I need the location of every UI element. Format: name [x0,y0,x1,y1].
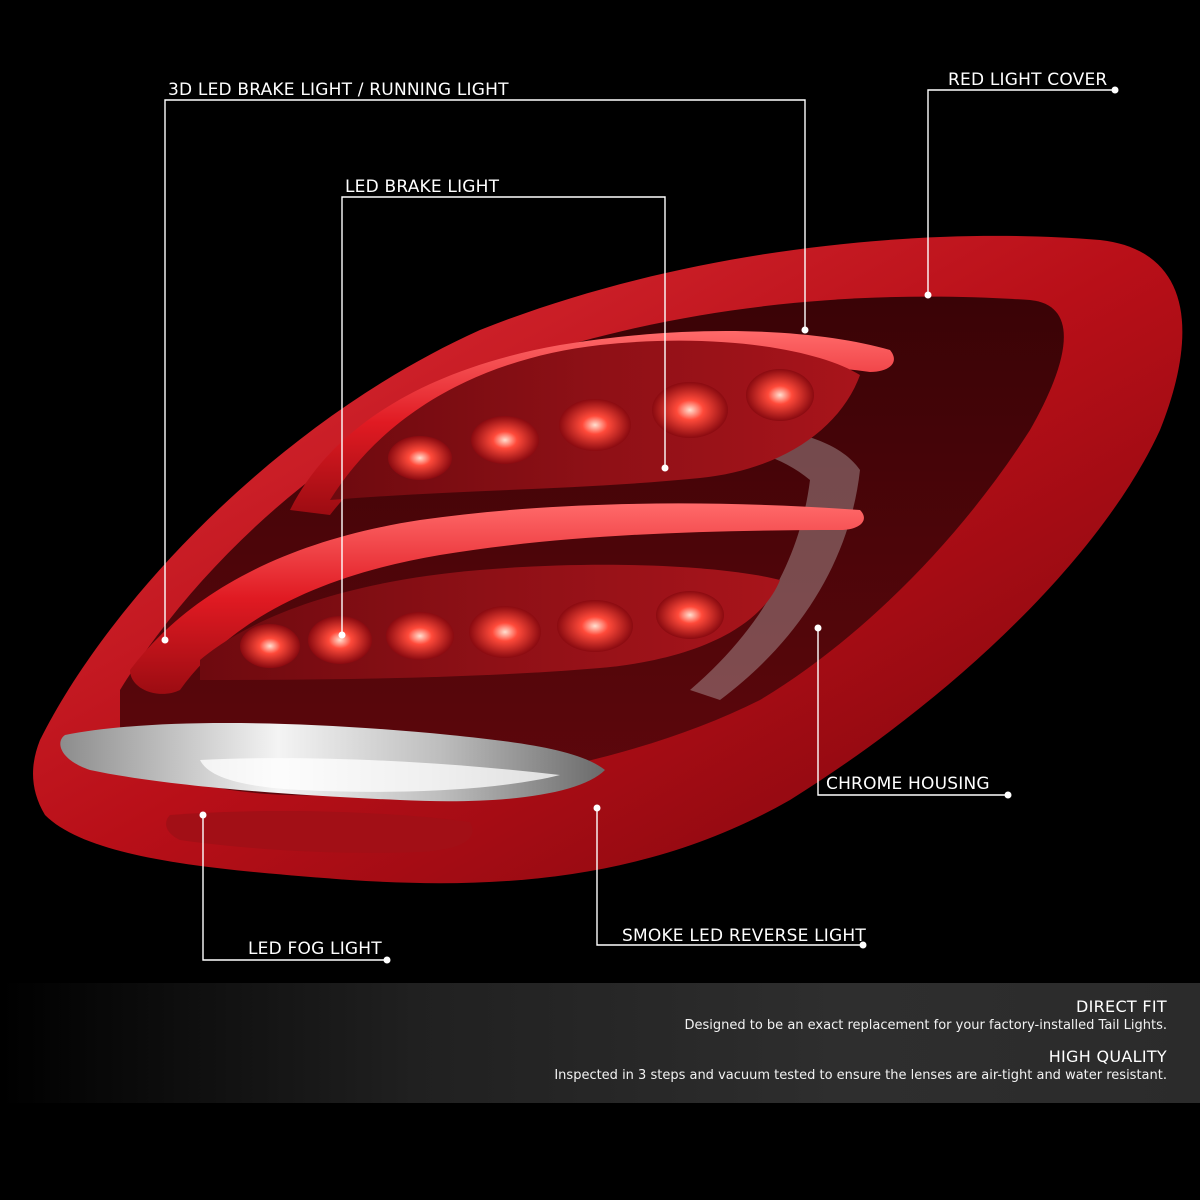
callout-dots [161,86,1119,964]
running-light-tube-lower [130,503,864,694]
callout-line-led-brake [341,196,666,635]
callout-lines [164,89,1115,961]
callout-label-3d-led-brake-running: 3D LED BRAKE LIGHT / RUNNING LIGHT [168,80,509,100]
callout-label-chrome-housing: CHROME HOUSING [826,774,990,794]
feature-title: HIGH QUALITY [1048,1047,1167,1066]
callout-line-led-fog [202,815,387,961]
callout-label-red-light-cover: RED LIGHT COVER [948,70,1108,90]
reverse-light-glow [200,758,560,792]
feature-high-quality: HIGH QUALITY Inspected in 3 steps and va… [554,1047,1167,1085]
callout-line-chrome-housing [817,628,1008,796]
callout-label-led-brake: LED BRAKE LIGHT [345,177,500,197]
feature-description: Designed to be an exact replacement for … [684,1018,1167,1033]
callout-line-3d-led-brake-running [164,99,806,640]
callout-label-led-fog: LED FOG LIGHT [248,939,382,959]
callout-line-smoke-led-reverse [596,808,863,946]
feature-direct-fit: DIRECT FIT Designed to be an exact repla… [684,997,1167,1035]
feature-description: Inspected in 3 steps and vacuum tested t… [554,1068,1167,1083]
upper-led-array [388,369,814,480]
fog-light-strip [166,810,473,853]
callout-label-smoke-led-reverse: SMOKE LED REVERSE LIGHT [622,926,866,946]
lower-led-array [240,591,724,668]
callout-line-red-light-cover [927,89,1115,295]
feature-info-band: DIRECT FIT Designed to be an exact repla… [0,983,1200,1103]
chrome-housing-shape [690,427,860,700]
feature-title: DIRECT FIT [1076,997,1167,1016]
